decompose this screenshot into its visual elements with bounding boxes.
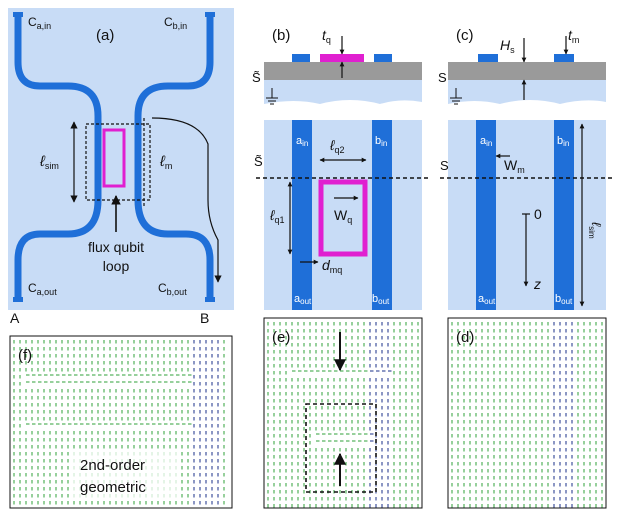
panel-b-cross-section: (b) tq S̃ [252, 10, 422, 110]
b-out-label-b: bout [372, 293, 390, 306]
ell-q2-label: ℓq2 [329, 137, 345, 155]
substrate-c [448, 62, 606, 80]
ground-icon [450, 88, 462, 105]
corner-label-a: A [10, 310, 20, 326]
port-a-in-label: Ca,in [28, 15, 51, 31]
qubit-label-line2: loop [103, 258, 130, 274]
port-a-out [13, 297, 23, 302]
a-in-label-b: ain [296, 135, 308, 148]
port-b-in [205, 12, 215, 17]
wq-label: Wq [334, 207, 352, 225]
panel-d-tag: (d) [456, 329, 474, 346]
port-a-out-label: Ca,out [28, 281, 57, 297]
ell-m-arrow [151, 117, 222, 283]
port-b-in-label: Cb,in [164, 15, 187, 31]
strip-b-c [554, 54, 574, 62]
strip-a-c [478, 54, 498, 62]
strip-b-view-b [372, 120, 392, 310]
panel-e-tag: (e) [272, 329, 290, 346]
panel-b-tag: (b) [272, 27, 290, 44]
panel-d-frame [447, 317, 607, 509]
panel-f-label-backdrop [70, 450, 180, 500]
strip-b-view-c [554, 120, 574, 310]
ground-icon [266, 88, 278, 105]
corner-label-b: B [200, 310, 209, 326]
ell-q1-label: ℓq1 [269, 207, 285, 225]
ell-sim-label-c: ℓsim [587, 222, 604, 239]
qubit-region-box-e [305, 403, 377, 493]
b-out-label-c: bout [555, 293, 573, 306]
strip-b-b [374, 54, 392, 62]
panel-b-top-view: S̃ ain bin aout bout ℓq2 ℓq1 Wq dmq [254, 120, 430, 310]
panel-f: (f) 2nd-order geometric [9, 335, 233, 509]
qubit-label-line1: flux qubit [88, 239, 144, 255]
s-label-top: S [438, 70, 447, 85]
panel-c-cross-section: (c) Hs tm S [438, 10, 606, 110]
tm-label: tm [568, 27, 579, 45]
panel-e: (e) [263, 317, 423, 509]
ell-m-label: ℓm [159, 153, 172, 171]
port-b-out-label: Cb,out [158, 281, 187, 297]
a-out-label-b: aout [294, 293, 312, 306]
vector-field-d [451, 322, 603, 508]
port-b-out [205, 297, 215, 302]
b-in-label-b: bin [375, 135, 387, 148]
panel-a-tag: (a) [96, 27, 114, 44]
panel-f-tag: (f) [18, 347, 32, 364]
z-label: z [533, 276, 541, 292]
transmission-line-b [134, 16, 214, 298]
strip-a-view-b [292, 120, 312, 310]
tq-label: tq [322, 27, 331, 45]
panel-c-tag: (c) [456, 27, 474, 44]
substrate-lower-c [448, 80, 606, 104]
zero-label: 0 [534, 206, 542, 222]
flux-qubit-loop [102, 128, 126, 188]
strip-a-b [292, 54, 310, 62]
substrate-b [264, 62, 422, 80]
port-a-in [13, 12, 23, 17]
panel-a-background [8, 8, 234, 310]
qubit-strip-b [320, 54, 364, 62]
dmq-label: dmq [322, 257, 342, 275]
panel-f-label-line2: geometric [80, 479, 146, 496]
wm-label: Wm [504, 157, 525, 175]
panel-a: (a) Ca,in Cb,in Ca,out Cb,out ℓsim ℓm fl… [8, 8, 234, 326]
strip-a-view-c [476, 120, 496, 310]
hs-label: Hs [500, 37, 515, 55]
s-tilde-label-view: S̃ [254, 154, 263, 169]
panel-f-label-line1: 2nd-order [80, 457, 145, 474]
panel-d: (d) [447, 317, 607, 509]
a-in-label-c: ain [480, 135, 492, 148]
b-in-label-c: bin [557, 135, 569, 148]
s-tilde-label-top: S̃ [252, 70, 261, 85]
qubit-loop-view [318, 179, 368, 257]
ell-sim-label: ℓsim [39, 153, 59, 171]
a-out-label-c: aout [478, 293, 496, 306]
panel-e-frame [263, 317, 423, 509]
substrate-lower-b [264, 80, 422, 104]
s-label-view: S [440, 158, 449, 173]
transmission-line-a [14, 16, 102, 298]
panel-c-top-view: S ain bin aout bout Wm 0 z ℓsim [440, 120, 614, 310]
